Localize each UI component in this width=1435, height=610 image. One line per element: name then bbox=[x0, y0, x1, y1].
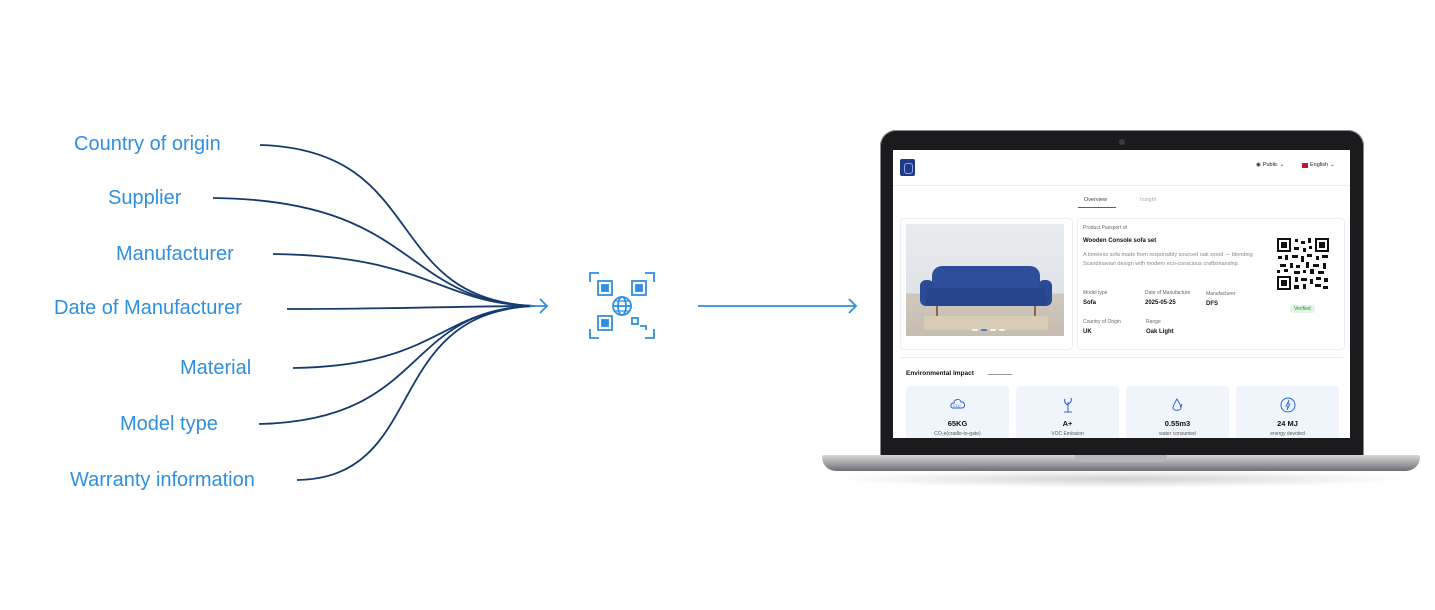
language-label: English bbox=[1310, 162, 1329, 168]
env-label: energy devoted bbox=[1270, 431, 1305, 437]
qr-code-icon bbox=[1275, 236, 1331, 292]
verified-badge: Verified bbox=[1290, 305, 1315, 313]
field-value: Oak Light bbox=[1146, 329, 1174, 335]
attribute-manufacturer: Manufacturer bbox=[116, 243, 234, 265]
env-label: VOC Emission bbox=[1051, 431, 1084, 437]
energy-bolt-icon bbox=[1280, 397, 1296, 413]
laptop-notch bbox=[1075, 455, 1167, 462]
brand-logo bbox=[900, 159, 915, 176]
arrow-right-icon bbox=[530, 298, 549, 314]
field-value: Sofa bbox=[1083, 300, 1097, 306]
curve-material bbox=[292, 305, 536, 369]
env-label: CO₂e(cradle-to-gate) bbox=[934, 431, 981, 437]
sofa-shape bbox=[932, 266, 1040, 292]
language-select[interactable]: English ⌄ bbox=[1302, 162, 1335, 168]
flag-icon bbox=[1302, 162, 1308, 168]
attribute-model-type: Model type bbox=[120, 413, 218, 435]
visibility-label: Public bbox=[1262, 162, 1278, 168]
arrow-to-laptop bbox=[698, 298, 858, 314]
env-value: 0.55m3 bbox=[1164, 419, 1191, 428]
product-name: Wooden Console sofa set bbox=[1083, 238, 1157, 244]
water-drop-icon bbox=[1172, 398, 1183, 411]
laptop-base bbox=[822, 455, 1420, 471]
field-label: Model type bbox=[1083, 290, 1108, 296]
tab-overview[interactable]: Overview bbox=[1084, 197, 1107, 203]
field-label: Range bbox=[1146, 319, 1161, 325]
rug-shape bbox=[924, 316, 1048, 330]
env-card-voc: A+ VOC Emission bbox=[1016, 386, 1119, 438]
tab-insight[interactable]: Insight bbox=[1140, 197, 1157, 203]
env-card-water: 0.55m3 water consumed bbox=[1126, 386, 1229, 438]
attribute-country-of-origin: Country of origin bbox=[74, 133, 221, 155]
active-tab-indicator bbox=[1078, 207, 1116, 208]
field-value: DFS bbox=[1206, 301, 1218, 307]
env-value: A+ bbox=[1062, 419, 1073, 428]
field-label: Manufacturer bbox=[1206, 291, 1236, 297]
field-label: Country of Origin bbox=[1083, 319, 1121, 325]
env-card-energy: 24 MJ energy devoted bbox=[1236, 386, 1339, 438]
env-label: water consumed bbox=[1159, 431, 1196, 437]
field-label: Date of Manufacture bbox=[1145, 290, 1191, 296]
attribute-material: Material bbox=[180, 357, 252, 379]
converging-curves bbox=[212, 144, 536, 481]
passport-kicker: Product Passport of bbox=[1083, 225, 1127, 231]
curve-country-of-origin bbox=[259, 144, 536, 307]
carousel-dots[interactable] bbox=[972, 329, 1005, 331]
attribute-date-of-manufacturer: Date of Manufacturer bbox=[54, 297, 242, 319]
voc-plant-icon bbox=[1064, 397, 1072, 413]
header-divider bbox=[893, 185, 1350, 186]
env-card-co2: CO₂ 65KG CO₂e(cradle-to-gate) bbox=[906, 386, 1009, 438]
curve-warranty-information bbox=[296, 305, 536, 481]
field-value: UK bbox=[1083, 329, 1092, 335]
section-divider bbox=[900, 357, 1343, 358]
chevron-down-icon: ⌄ bbox=[1330, 162, 1335, 168]
attribute-warranty-information: Warranty information bbox=[70, 469, 255, 491]
environmental-impact-title: Environmental Impact bbox=[906, 370, 974, 377]
attribute-supplier: Supplier bbox=[108, 187, 182, 209]
field-value: 2025-05-25 bbox=[1145, 300, 1176, 306]
visibility-select[interactable]: ◉ Public ⌄ bbox=[1256, 162, 1284, 168]
curve-manufacturer bbox=[272, 253, 536, 307]
env-value: 24 MJ bbox=[1277, 419, 1298, 428]
eye-icon: ◉ bbox=[1256, 162, 1261, 168]
env-value: 65KG bbox=[947, 419, 968, 428]
curve-supplier bbox=[212, 197, 536, 307]
laptop-shadow bbox=[832, 470, 1410, 488]
curve-model-type bbox=[258, 305, 536, 425]
svg-text:CO₂: CO₂ bbox=[953, 403, 961, 408]
camera-icon bbox=[1119, 139, 1125, 145]
laptop-screen: ◉ Public ⌄ English ⌄ Overview Insight Pr… bbox=[893, 150, 1350, 438]
title-rule bbox=[988, 374, 1012, 375]
chevron-down-icon: ⌄ bbox=[1279, 162, 1285, 168]
co2-cloud-icon: CO₂ bbox=[950, 399, 965, 409]
qr-globe-icon bbox=[589, 272, 655, 339]
product-description: A timeless sofa made from responsibly so… bbox=[1083, 252, 1253, 267]
product-photo[interactable] bbox=[906, 224, 1064, 336]
curve-date-of-manufacturer bbox=[286, 305, 536, 310]
